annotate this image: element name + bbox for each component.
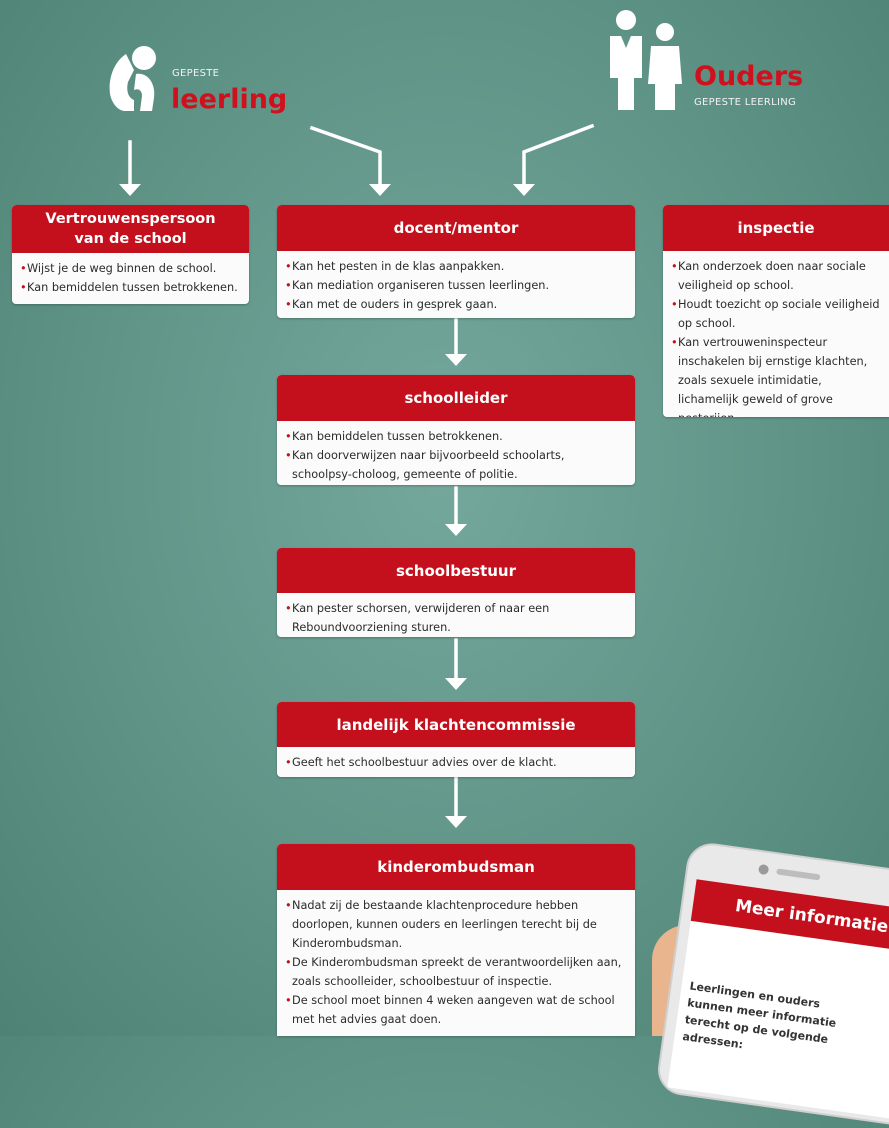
schoolbestuur-title: schoolbestuur xyxy=(277,548,635,593)
ouders-small-label: GEPESTE LEERLING xyxy=(694,97,797,108)
arrows-layer xyxy=(0,0,889,1036)
vertrouwenspersoon-title: Vertrouwenspersoon van de school xyxy=(12,205,249,253)
phone-text: Leerlingen en ouders kunnen meer informa… xyxy=(681,979,838,1052)
list-item: Geeft het schoolbestuur advies over de k… xyxy=(285,753,627,772)
list-item: Kan pester schorsen, verwijderen of naar… xyxy=(285,599,627,637)
list-item: De Kinderombudsman spreekt de verantwoor… xyxy=(285,953,627,991)
leerling-label: leerling xyxy=(171,84,288,115)
phone: Meer informatie Leerlingen en ouders kun… xyxy=(654,840,889,1128)
schoolleider-box: schoolleider Kan bemiddelen tussen betro… xyxy=(277,375,635,485)
ouders-label: Ouders xyxy=(694,61,804,92)
kinderombudsman-title: kinderombudsman xyxy=(277,844,635,890)
leerling-small-label: GEPESTE xyxy=(172,68,220,79)
vertrouwenspersoon-title-line2: van de school xyxy=(74,231,187,247)
docent-box: docent/mentor Kan het pesten in de klas … xyxy=(277,205,635,318)
docent-title: docent/mentor xyxy=(277,205,635,251)
inspectie-box: inspectie Kan onderzoek doen naar social… xyxy=(663,205,889,417)
vertrouwenspersoon-title-line1: Vertrouwenspersoon xyxy=(45,211,216,227)
list-item: Kan onderzoek doen naar sociale veilighe… xyxy=(671,257,881,295)
list-item: Nadat zij de bestaande klachtenprocedure… xyxy=(285,896,627,953)
schoolleider-title: schoolleider xyxy=(277,375,635,421)
klachtencommissie-box: landelijk klachtencommissie Geeft het sc… xyxy=(277,702,635,777)
arrowhead xyxy=(445,354,467,366)
arrowhead xyxy=(445,678,467,690)
vertrouwenspersoon-box: Vertrouwenspersoon van de school Wijst j… xyxy=(12,205,249,304)
arrowhead xyxy=(513,184,535,196)
list-item: Kan vertrouweninspecteur inschakelen bij… xyxy=(671,333,881,417)
schoolbestuur-box: schoolbestuur Kan pester schorsen, verwi… xyxy=(277,548,635,637)
parents-icon xyxy=(610,10,682,110)
arrowhead xyxy=(445,816,467,828)
list-item: Houdt toezicht op sociale veiligheid op … xyxy=(671,295,881,333)
inspectie-title: inspectie xyxy=(663,205,889,251)
list-item: Kan bemiddelen tussen betrokkenen. xyxy=(285,427,627,446)
klachtencommissie-title: landelijk klachtencommissie xyxy=(277,702,635,747)
list-item: Kan mediation organiseren tussen leerlin… xyxy=(285,276,627,295)
person-sitting-icon xyxy=(109,46,156,111)
list-item: Kan het pesten in de klas aanpakken. xyxy=(285,257,627,276)
kinderombudsman-box: kinderombudsman Nadat zij de bestaande k… xyxy=(277,844,635,1036)
list-item: Wijst je de weg binnen de school. xyxy=(20,259,241,278)
arrowhead xyxy=(369,184,391,196)
arrowhead xyxy=(119,184,141,196)
arrowhead xyxy=(445,524,467,536)
list-item: Kan met de ouders in gesprek gaan. xyxy=(285,295,627,314)
list-item: Kan doorverwijzen naar bijvoorbeeld scho… xyxy=(285,446,627,484)
list-item: Kan bemiddelen tussen betrokkenen. xyxy=(20,278,241,297)
list-item: De school moet binnen 4 weken aangeven w… xyxy=(285,991,627,1029)
